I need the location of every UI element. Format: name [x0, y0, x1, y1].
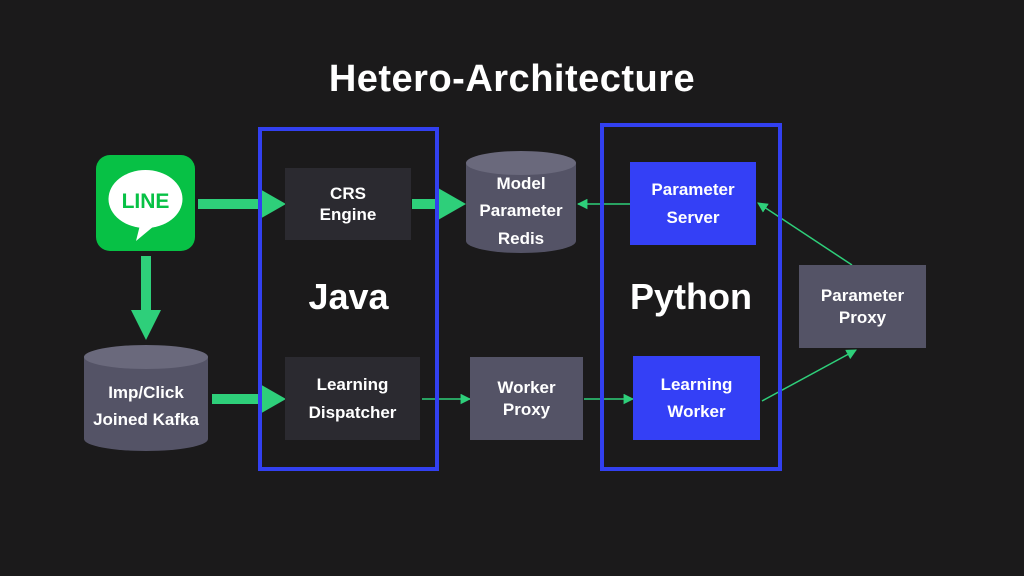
parameter-server-node: Parameter Server — [630, 162, 756, 245]
redis-line1: Model — [496, 174, 546, 194]
learning-worker-node: Learning Worker — [633, 356, 760, 440]
kafka-line1: Imp/Click — [108, 382, 184, 402]
learning-dispatcher-line2: Dispatcher — [308, 402, 397, 422]
parameter-proxy-line1: Parameter — [820, 286, 905, 306]
java-group-label: Java — [308, 276, 389, 317]
model-parameter-redis-node: Model Parameter Redis — [466, 168, 576, 254]
python-group-frame — [600, 123, 782, 471]
crs-engine-node: CRS Engine — [285, 168, 411, 240]
learning-worker-line1: Learning — [660, 374, 733, 394]
worker-proxy-node: Worker Proxy — [470, 357, 583, 440]
arrow-line-to-kafka — [131, 256, 161, 340]
parameter-server-line2: Server — [666, 207, 720, 227]
learning-dispatcher-node: Learning Dispatcher — [285, 357, 420, 440]
learning-worker-line2: Worker — [667, 402, 726, 421]
line-logo-bubble-icon: LINE — [108, 170, 183, 241]
redis-line3: Redis — [497, 228, 545, 248]
worker-proxy-line1: Worker — [497, 378, 556, 398]
diagram-title: Hetero-Architecture — [328, 58, 696, 100]
parameter-proxy-node: Parameter Proxy — [799, 265, 926, 348]
arrow-learning-worker-to-parameter-proxy — [761, 349, 857, 402]
crs-engine-line2: Engine — [319, 205, 377, 224]
kafka-cylinder-shape — [84, 345, 208, 451]
crs-engine-line1: CRS — [330, 183, 366, 203]
redis-cylinder-shape — [466, 151, 576, 253]
line-logo-text: LINE — [122, 190, 170, 213]
arrow-parameter-proxy-to-server — [757, 202, 853, 266]
parameter-proxy-line2: Proxy — [838, 307, 887, 327]
imp-click-joined-kafka-node: Imp/Click Joined Kafka — [84, 370, 208, 442]
parameter-server-line1: Parameter — [651, 180, 735, 200]
arrow-line-to-crs-engine — [198, 188, 286, 220]
arrow-kafka-to-dispatcher — [212, 383, 286, 415]
worker-proxy-line2: Proxy — [502, 399, 551, 419]
java-group-frame — [258, 127, 439, 471]
learning-dispatcher-line1: Learning — [316, 375, 389, 395]
kafka-line2: Joined Kafka — [93, 410, 199, 429]
line-app-logo: LINE — [96, 155, 195, 251]
arrow-crs-to-redis — [412, 188, 466, 220]
python-group-label: Python — [630, 276, 752, 317]
redis-line2: Parameter — [479, 201, 563, 221]
